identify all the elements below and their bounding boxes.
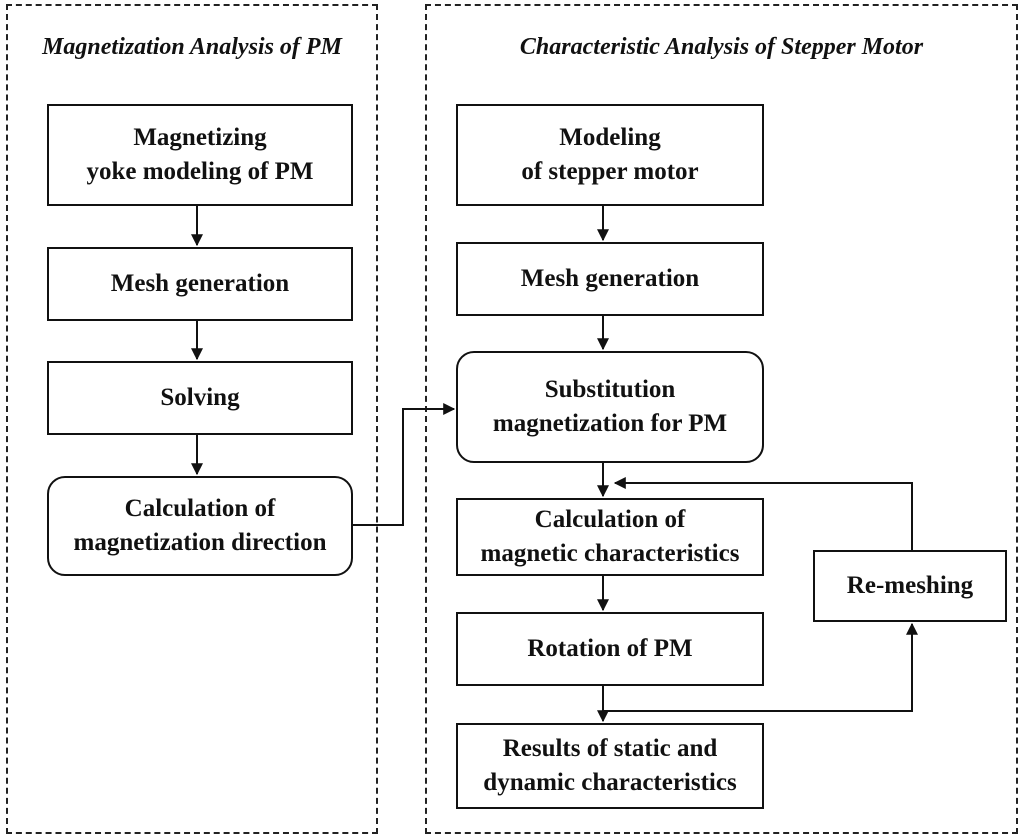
node-label-line1: Mesh generation xyxy=(110,270,290,298)
arrow-calc-to-substitution xyxy=(353,403,456,526)
node-label-line2: magnetization direction xyxy=(73,529,327,556)
node-rotation-of-pm: Rotation of PM xyxy=(456,612,764,686)
arrow-to-remeshing xyxy=(603,622,918,712)
node-label-line1: Modeling xyxy=(559,124,661,152)
node-label-line1: Mesh generation xyxy=(520,265,700,293)
node-label-line1: Substitution xyxy=(544,376,676,404)
node-solving: Solving xyxy=(47,361,353,435)
node-mesh-generation-right: Mesh generation xyxy=(456,242,764,316)
node-calculation-magnetization-direction: Calculation of magnetization direction xyxy=(47,476,353,576)
arrow-remeshing-to-loop xyxy=(613,477,913,550)
node-label-line1: Magnetizing xyxy=(133,124,267,152)
group-characteristic-analysis: Characteristic Analysis of Stepper Motor xyxy=(425,4,1018,834)
node-label-line2: dynamic characteristics xyxy=(483,769,737,796)
node-label-line2: of stepper motor xyxy=(521,158,699,185)
node-label-line2: yoke modeling of PM xyxy=(86,158,314,185)
node-modeling-stepper-motor: Modeling of stepper motor xyxy=(456,104,764,206)
group-title-magnetization-analysis: Magnetization Analysis of PM xyxy=(42,34,342,60)
node-label-line1: Calculation of xyxy=(534,506,686,534)
node-label-line1: Solving xyxy=(160,384,240,412)
node-label-line1: Results of static and xyxy=(502,735,718,763)
group-magnetization-analysis: Magnetization Analysis of PM xyxy=(6,4,378,834)
node-calculation-magnetic-characteristics: Calculation of magnetic characteristics xyxy=(456,498,764,576)
node-label-line1: Calculation of xyxy=(124,495,276,523)
group-title-characteristic-analysis: Characteristic Analysis of Stepper Motor xyxy=(519,34,924,60)
node-label-line1: Rotation of PM xyxy=(527,635,693,663)
node-label-line2: magnetic characteristics xyxy=(480,540,740,567)
node-results-characteristics: Results of static and dynamic characteri… xyxy=(456,723,764,809)
node-re-meshing: Re-meshing xyxy=(813,550,1007,622)
node-substitution-magnetization: Substitution magnetization for PM xyxy=(456,351,764,463)
node-label-line2: magnetization for PM xyxy=(492,410,728,437)
node-label-line1: Re-meshing xyxy=(846,572,974,600)
node-mesh-generation-left: Mesh generation xyxy=(47,247,353,321)
node-magnetizing-yoke-modeling: Magnetizing yoke modeling of PM xyxy=(47,104,353,206)
